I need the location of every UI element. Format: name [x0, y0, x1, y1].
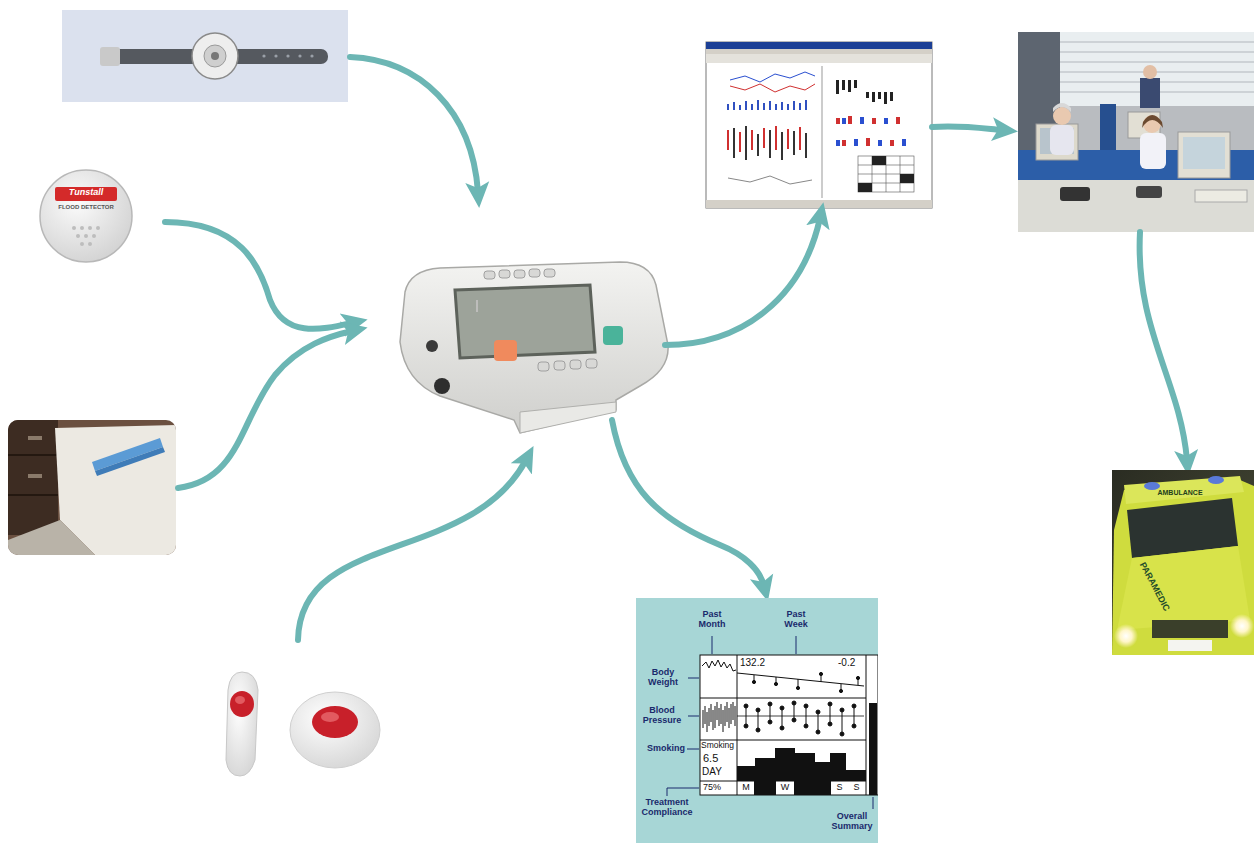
flow-arrows	[165, 57, 1187, 640]
vehicle-label: AMBULANCE	[1148, 489, 1212, 497]
health-chart-panel: Past Month Past WeekBody WeightBlood Pres…	[636, 598, 878, 843]
row-label: Smoking	[638, 744, 685, 754]
day-label: S	[831, 783, 848, 793]
row-label: Overall Summary	[828, 812, 876, 832]
alarm-buttons	[226, 672, 380, 776]
value-label: 132.2	[740, 657, 780, 668]
row-label: Blood Pressure	[638, 706, 686, 726]
value-label: -0.2	[838, 657, 864, 668]
call-centre	[1018, 32, 1254, 232]
flood-detector-art	[38, 168, 134, 264]
row-label: Body Weight	[640, 668, 686, 688]
device-label: FLOOD DETECTOR	[52, 204, 120, 211]
wrist-sensor	[62, 10, 348, 102]
bed-sensor	[8, 420, 176, 555]
day-label: M	[738, 783, 754, 793]
value-label: Smoking	[701, 741, 737, 750]
ambulance: AMBULANCEPARAMEDIC	[1112, 470, 1254, 655]
axis-label: Past Week	[774, 610, 818, 630]
monitoring-software	[706, 42, 932, 208]
day-label: S	[848, 783, 865, 793]
value-label: 6.5	[703, 752, 735, 764]
home-hub	[400, 262, 668, 433]
value-label: 75%	[703, 783, 736, 793]
flood-detector: TunstallFLOOD DETECTOR	[38, 168, 134, 264]
row-label: Treatment Compliance	[636, 798, 698, 818]
day-label: W	[776, 783, 794, 793]
ambulance-art	[1112, 470, 1254, 655]
axis-label: Past Month	[690, 610, 734, 630]
text-label: Tunstall	[55, 188, 117, 198]
value-label: DAY	[702, 766, 736, 777]
